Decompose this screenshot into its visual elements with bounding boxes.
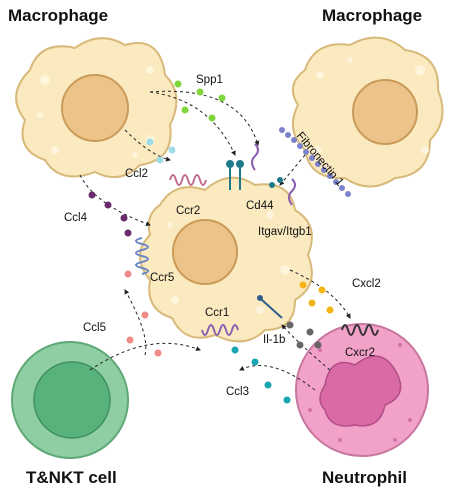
ligand-fibronectin-chain bbox=[279, 127, 351, 197]
label-ccr2: Ccr2 bbox=[176, 205, 201, 217]
label-ccr1: Ccr1 bbox=[205, 307, 230, 319]
macrophage-right-cell bbox=[291, 36, 444, 188]
tnkt-cell bbox=[11, 341, 129, 459]
label-il1b: Il-1b bbox=[263, 334, 286, 346]
receptor-cd44-shape bbox=[226, 160, 283, 190]
tnkt-nucleus bbox=[33, 361, 111, 439]
label-ccl4: Ccl4 bbox=[64, 212, 88, 224]
macrophage-center-cell bbox=[139, 176, 313, 343]
label-cxcl2: Cxcl2 bbox=[352, 278, 381, 290]
ligand-ccl2-dots bbox=[146, 138, 176, 164]
title-macrophage-right: Macrophage bbox=[322, 6, 423, 25]
ligand-il1b-dots bbox=[286, 321, 322, 349]
label-ccl3: Ccl3 bbox=[226, 386, 250, 398]
macrophage-right-nucleus bbox=[352, 79, 418, 145]
receptor-il1r-shape bbox=[257, 295, 283, 319]
ligand-ccl4-dots bbox=[88, 191, 132, 237]
neutrophil-nucleus bbox=[319, 355, 402, 427]
receptor-itgav-shape bbox=[251, 143, 296, 206]
macrophage-center-nucleus bbox=[172, 219, 238, 285]
ligand-spp1-dots bbox=[174, 80, 226, 122]
ligand-ccl3-dots bbox=[231, 346, 291, 404]
receptor-ccr1-shape bbox=[201, 324, 239, 336]
label-cd44: Cd44 bbox=[246, 200, 274, 212]
label-cxcr2: Cxcr2 bbox=[345, 347, 376, 359]
ligand-ccl5-dots bbox=[124, 270, 162, 357]
receptor-cxcr2-shape bbox=[341, 324, 379, 336]
label-ccl2: Ccl2 bbox=[125, 168, 149, 180]
receptor-ccr5-shape bbox=[135, 237, 149, 275]
receptor-ccr2-shape bbox=[169, 174, 207, 186]
title-neutrophil: Neutrophil bbox=[322, 468, 407, 487]
macrophage-left-nucleus bbox=[61, 74, 129, 142]
label-spp1: Spp1 bbox=[196, 74, 223, 86]
label-ccr5: Ccr5 bbox=[150, 272, 175, 284]
title-macrophage-left: Macrophage bbox=[8, 6, 109, 25]
ligand-cxcl2-dots bbox=[299, 281, 334, 314]
label-itgav: Itgav/Itgb1 bbox=[258, 226, 312, 238]
title-tnkt: T&NKT cell bbox=[26, 468, 117, 487]
label-ccl5: Ccl5 bbox=[83, 322, 107, 334]
macrophage-left-cell bbox=[15, 37, 178, 179]
neutrophil-cell bbox=[295, 323, 429, 457]
signal-arrows bbox=[79, 90, 351, 391]
